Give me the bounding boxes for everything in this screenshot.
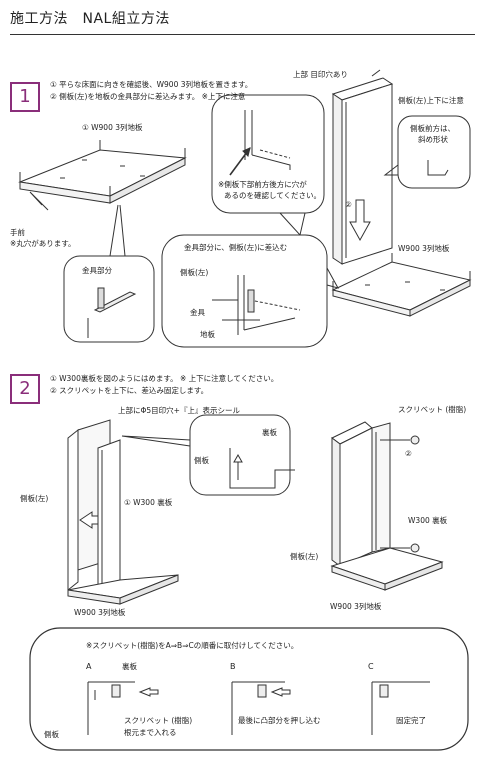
side-front-label-1: 側板前方は、 [410,124,455,133]
seal-side-label: 側板 [194,456,209,465]
detail-c-text: 固定完了 [396,716,426,725]
side-left-label: 側板(左) [20,494,49,503]
floor-panel-left [18,140,187,204]
detail-a-rivet-label-1: スクリベット (樹脂) [124,716,193,725]
step-1-badge: 1 [10,82,40,112]
seal-note: 上部にΦ5目印穴+『上』表示シール [118,406,240,415]
floor-label-step2: W900 3列地板 [74,608,126,617]
step-1-line-1: ① 平らな床面に向きを確認後、W900 3列地板を置きます。 [50,80,253,89]
detail-b-text: 最後に凸部分を押し込む [238,716,321,725]
side-updown-label: 側板(左)上下に注意 [398,96,464,105]
hole-note-1: ※側板下部前方後方に穴が [218,180,307,189]
front-callout-note: ※丸穴があります。 [10,239,76,248]
rivet-label: スクリベット (樹脂) [398,405,467,414]
step-1-line-2: ② 側板(左)を地板の金具部分に差込みます。 ※上下に注意 [50,92,246,101]
detail-b-label: B [230,662,236,671]
floor-label-right: W900 3列地板 [398,244,450,253]
side-left-label-right: 側板(左) [290,552,319,561]
page-title: 施工方法 NAL組立方法 [10,11,170,27]
detail-a-side-label: 側板 [44,730,59,739]
hole-note-2: あるのを確認してください。 [224,191,322,200]
front-callout-title: 手前 [10,228,25,237]
step-2-line-1: ① W300裏板を図のようにはめます。 ※ 上下に注意してください。 [50,374,279,383]
top-mark-label: 上部 目印穴あり [293,70,348,79]
insert-bracket-label: 金具 [190,308,205,317]
seal-back-label: 裏板 [262,428,277,437]
detail-c-label: C [368,662,374,671]
step-2-badge: 2 [10,374,40,404]
detail-a-label: A [86,662,92,671]
title-rule [10,34,475,35]
side-front-label-2: 斜め形状 [418,135,448,144]
rivet-order-note: ※スクリベット(樹脂)をA⇒B⇒Cの順番に取付けしてください。 [86,641,299,650]
insert-side-label: 側板(左) [180,268,209,277]
insert-floor-label: 地板 [200,330,215,339]
back-panel-label: ① W300 裏板 [124,498,173,507]
step-1-circle-2: ② [345,200,352,209]
back-panel-label-right: W300 裏板 [408,516,448,525]
step-2-line-2: ② スクリペットを上下に、差込み固定します。 [50,386,209,395]
step-2-circle-2: ② [405,449,412,458]
detail-a-back-label: 裏板 [122,662,137,671]
insert-title: 金具部分に、側板(左)に差込む [184,243,288,252]
detail-a-rivet-label-2: 根元まで入れる [124,728,177,737]
bracket-callout-label: 金具部分 [82,266,112,275]
floor-label-step2-right: W900 3列地板 [330,602,382,611]
floor-label-left: ① W900 3列地板 [82,123,143,132]
